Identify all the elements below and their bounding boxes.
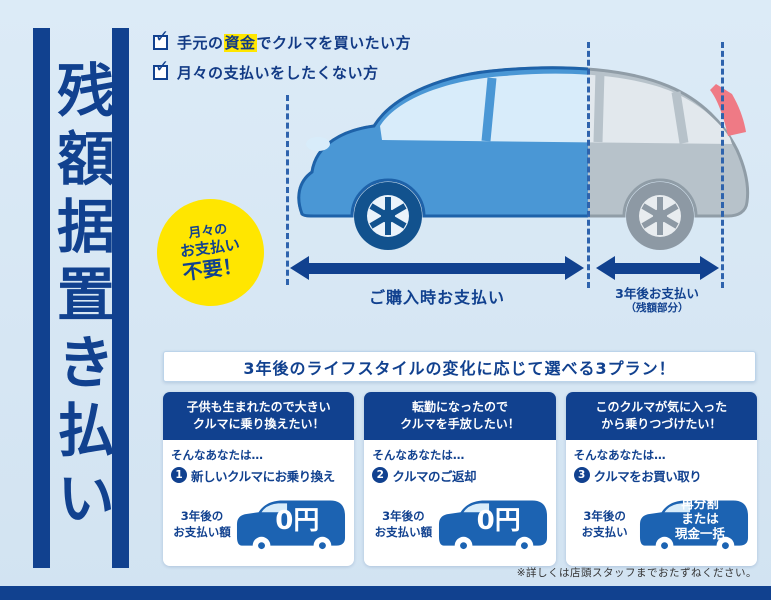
- plan-card-body: そんなあなたは… 1 新しいクルマにお乗り換え 3年後の お支払い額: [163, 439, 355, 566]
- residual-label-main: 3年後お支払い: [615, 286, 699, 301]
- residual-label-sub: （残額部分）: [625, 301, 689, 314]
- check-item-text: 手元の資金でクルマを買いたい方: [177, 32, 411, 53]
- plan-card-body: そんなあなたは… 3 クルマをお買い取り 3年後の お支払い 再分割: [565, 439, 757, 566]
- plan-card-3: このクルマが気に入った から乗りつづけたい！ そんなあなたは… 3 クルマをお買…: [565, 392, 757, 566]
- highlighted-text: 資金: [223, 34, 257, 52]
- check-item-text: 月々の支払いをしたくない方: [177, 64, 379, 82]
- check-text-post: でクルマを買いたい方: [256, 34, 412, 52]
- check-text-pre: 手元の: [177, 34, 224, 52]
- taillight: [710, 84, 746, 136]
- option-number-badge: 1: [171, 467, 187, 484]
- payment-row: 3年後の お支払い額 0円: [372, 494, 547, 556]
- van-icon: 再分割 または 現金一括: [639, 494, 749, 556]
- car-illustration: [288, 40, 750, 255]
- payment-row: 3年後の お支払い 再分割 または 現金一括: [574, 494, 749, 556]
- wheel-rear: [626, 182, 694, 250]
- dashed-divider-residual: [587, 42, 590, 288]
- checkbox-icon: ✓: [153, 57, 169, 80]
- page-title: 残額据置き払い: [47, 60, 115, 536]
- payment-label: 3年後の お支払い: [581, 509, 628, 539]
- plan-card-header: 子供も生まれたので大きい クルマに乗り換えたい！: [163, 392, 355, 440]
- payment-row: 3年後の お支払い額 0円: [171, 494, 346, 556]
- payment-value: 再分割 または 現金一括: [674, 496, 725, 542]
- wheel-front: [354, 182, 422, 250]
- plan-intro: そんなあなたは…: [372, 447, 465, 462]
- option-number-badge: 2: [372, 467, 389, 484]
- payment-label: 3年後の お支払い額: [374, 509, 433, 539]
- plan-option-text: クルマのご返却: [392, 468, 476, 484]
- plan-card-1: 子供も生まれたので大きい クルマに乗り換えたい！ そんなあなたは… 1 新しいク…: [163, 392, 355, 566]
- purchase-payment-label: ご購入時お支払い: [368, 288, 505, 307]
- plan-intro: そんなあなたは…: [171, 447, 263, 462]
- headlight: [306, 137, 330, 151]
- dashed-divider-rear: [721, 42, 724, 288]
- plan-card-2: 転勤になったので クルマを手放したい！ そんなあなたは… 2 クルマのご返却 3…: [364, 392, 556, 566]
- footnote: ※詳しくは店頭スタッフまでおたずねください。: [516, 567, 757, 579]
- check-item-1: ✓ 手元の資金でクルマを買いたい方: [153, 27, 411, 53]
- check-tick-icon: ✓: [155, 57, 170, 77]
- checkbox-icon: ✓: [153, 27, 169, 50]
- monthly-free-badge: 月々の お支払い 不要！: [150, 192, 271, 313]
- plan-card-header: このクルマが気に入った から乗りつづけたい！: [565, 392, 757, 440]
- arrow-left-head-icon: [290, 256, 309, 280]
- plan-cards: 子供も生まれたので大きい クルマに乗り換えたい！ そんなあなたは… 1 新しいク…: [163, 392, 757, 566]
- title-bar-left: [33, 28, 50, 568]
- purchase-payment-arrow: [290, 256, 584, 280]
- van-icon: 0円: [236, 494, 346, 556]
- check-tick-icon: ✓: [155, 27, 170, 47]
- arrow-right-head-icon: [700, 256, 719, 280]
- residual-payment-label: 3年後お支払い （残額部分）: [590, 286, 724, 315]
- arrow-left-head-icon: [596, 256, 615, 280]
- payment-value: 0円: [476, 506, 521, 537]
- plan-card-header: 転勤になったので クルマを手放したい！: [364, 392, 556, 440]
- bottom-bar: [0, 586, 771, 600]
- arrow-right-head-icon: [565, 256, 584, 280]
- check-item-2: ✓ 月々の支払いをしたくない方: [153, 57, 411, 83]
- checklist: ✓ 手元の資金でクルマを買いたい方 ✓ 月々の支払いをしたくない方: [153, 27, 411, 92]
- payment-value: 0円: [275, 506, 320, 537]
- option-number-badge: 3: [573, 467, 590, 484]
- residual-payment-arrow: [596, 256, 719, 280]
- arrow-shaft: [615, 262, 700, 274]
- plan-option: 1 新しいクルマにお乗り換え: [171, 466, 346, 485]
- plan-option: 2 クルマのご返却: [372, 466, 547, 485]
- car-front-blue: [297, 66, 588, 250]
- plan-option: 3 クルマをお買い取り: [573, 466, 749, 485]
- plans-banner: 3年後のライフスタイルの変化に応じて選べる3プラン！: [163, 351, 756, 382]
- plan-card-body: そんなあなたは… 2 クルマのご返却 3年後の お支払い額 0円: [364, 439, 556, 566]
- plan-option-text: クルマをお買い取り: [593, 468, 702, 484]
- payment-label: 3年後の お支払い額: [173, 509, 231, 539]
- dashed-divider-front: [286, 95, 289, 285]
- plan-intro: そんなあなたは…: [573, 447, 666, 462]
- car-illustration-svg: [297, 66, 750, 250]
- plan-option-text: 新しいクルマにお乗り換え: [191, 468, 335, 484]
- arrow-shaft: [309, 262, 565, 274]
- title-bar-right: [112, 28, 129, 568]
- van-icon: 0円: [438, 494, 548, 556]
